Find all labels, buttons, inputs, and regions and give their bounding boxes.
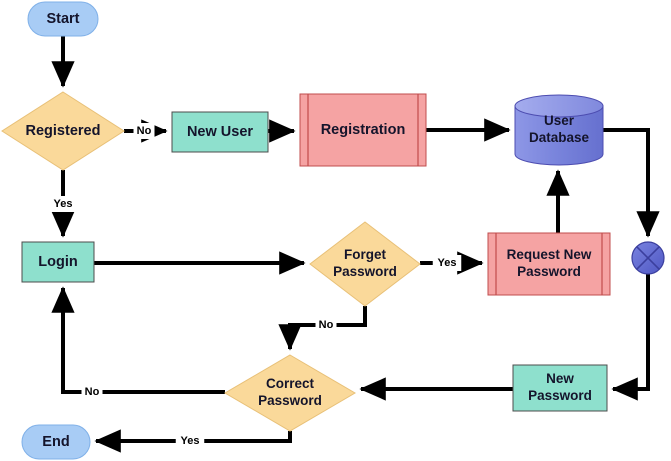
edge-label-text: No bbox=[137, 125, 152, 137]
node-label-line: Database bbox=[529, 130, 590, 145]
node-new-user[interactable]: New User bbox=[171, 111, 269, 153]
edge-label-text: Yes bbox=[438, 257, 457, 269]
node-label-line: Registration bbox=[321, 122, 406, 138]
edge-label-correct-pw-to-end: Yes bbox=[175, 433, 205, 449]
edge-label-backdrop bbox=[175, 433, 205, 449]
node-label-line: Password bbox=[333, 264, 397, 279]
edge-label-backdrop bbox=[81, 384, 103, 400]
node-label-line: Start bbox=[46, 11, 79, 27]
edge-correct-pw-to-end bbox=[94, 429, 292, 453]
decision-shape bbox=[224, 354, 356, 432]
node-start[interactable]: Start bbox=[27, 1, 99, 37]
database-top-ellipse bbox=[514, 94, 604, 118]
node-registration[interactable]: Registration bbox=[299, 93, 427, 167]
process-shape bbox=[171, 111, 269, 153]
terminator-shape bbox=[27, 1, 99, 37]
edge-label-correct-pw-to-login: No bbox=[81, 384, 103, 400]
node-label-line: Login bbox=[38, 254, 77, 270]
node-end[interactable]: End bbox=[21, 424, 91, 460]
node-label-line: End bbox=[42, 434, 69, 450]
edge-label-backdrop bbox=[432, 255, 462, 271]
node-label-line: New User bbox=[187, 124, 253, 140]
edge-line bbox=[94, 429, 292, 453]
junction-cross-icon bbox=[636, 246, 660, 270]
node-label-line: Password bbox=[517, 264, 581, 279]
edge-label-backdrop bbox=[315, 317, 337, 333]
edge-line bbox=[611, 274, 650, 401]
edge-label-registered-to-new-user: No bbox=[133, 123, 155, 139]
node-junction[interactable] bbox=[631, 241, 665, 275]
node-label-line: User bbox=[544, 113, 575, 128]
edge-user-db-to-junction bbox=[603, 128, 660, 238]
decision-shape bbox=[309, 221, 421, 307]
node-registered[interactable]: Registered bbox=[1, 91, 125, 171]
edge-label-text: No bbox=[85, 386, 100, 398]
database-body bbox=[514, 105, 604, 166]
node-label-line: Password bbox=[528, 388, 592, 403]
edge-label-backdrop bbox=[48, 196, 78, 212]
node-label-line: Password bbox=[258, 393, 322, 408]
decision-shape bbox=[1, 91, 125, 171]
edge-label-text: Yes bbox=[54, 198, 73, 210]
predefined-process-shape bbox=[299, 93, 427, 167]
edge-line bbox=[51, 286, 225, 394]
node-login[interactable]: Login bbox=[21, 241, 95, 283]
edge-label-forget-pw-to-request-pw: Yes bbox=[432, 255, 462, 271]
edge-label-forget-pw-to-correct-pw: No bbox=[315, 317, 337, 333]
edge-label-text: No bbox=[319, 319, 334, 331]
edge-label-text: Yes bbox=[181, 435, 200, 447]
node-label-line: Forget bbox=[344, 247, 387, 262]
process-shape bbox=[512, 364, 608, 412]
terminator-shape bbox=[21, 424, 91, 460]
edge-line bbox=[603, 128, 660, 238]
edges-layer bbox=[51, 36, 660, 453]
node-label-line: Registered bbox=[26, 123, 101, 139]
process-shape bbox=[21, 241, 95, 283]
node-label-line: Request New bbox=[507, 247, 592, 262]
edge-label-backdrop bbox=[133, 123, 155, 139]
edge-label-registered-to-login: Yes bbox=[48, 196, 78, 212]
edge-correct-pw-to-login bbox=[51, 286, 225, 394]
predefined-process-shape bbox=[487, 232, 611, 296]
node-label-line: New bbox=[546, 371, 574, 386]
edge-junction-to-new-pw bbox=[611, 274, 650, 401]
node-label-line: Correct bbox=[266, 376, 315, 391]
